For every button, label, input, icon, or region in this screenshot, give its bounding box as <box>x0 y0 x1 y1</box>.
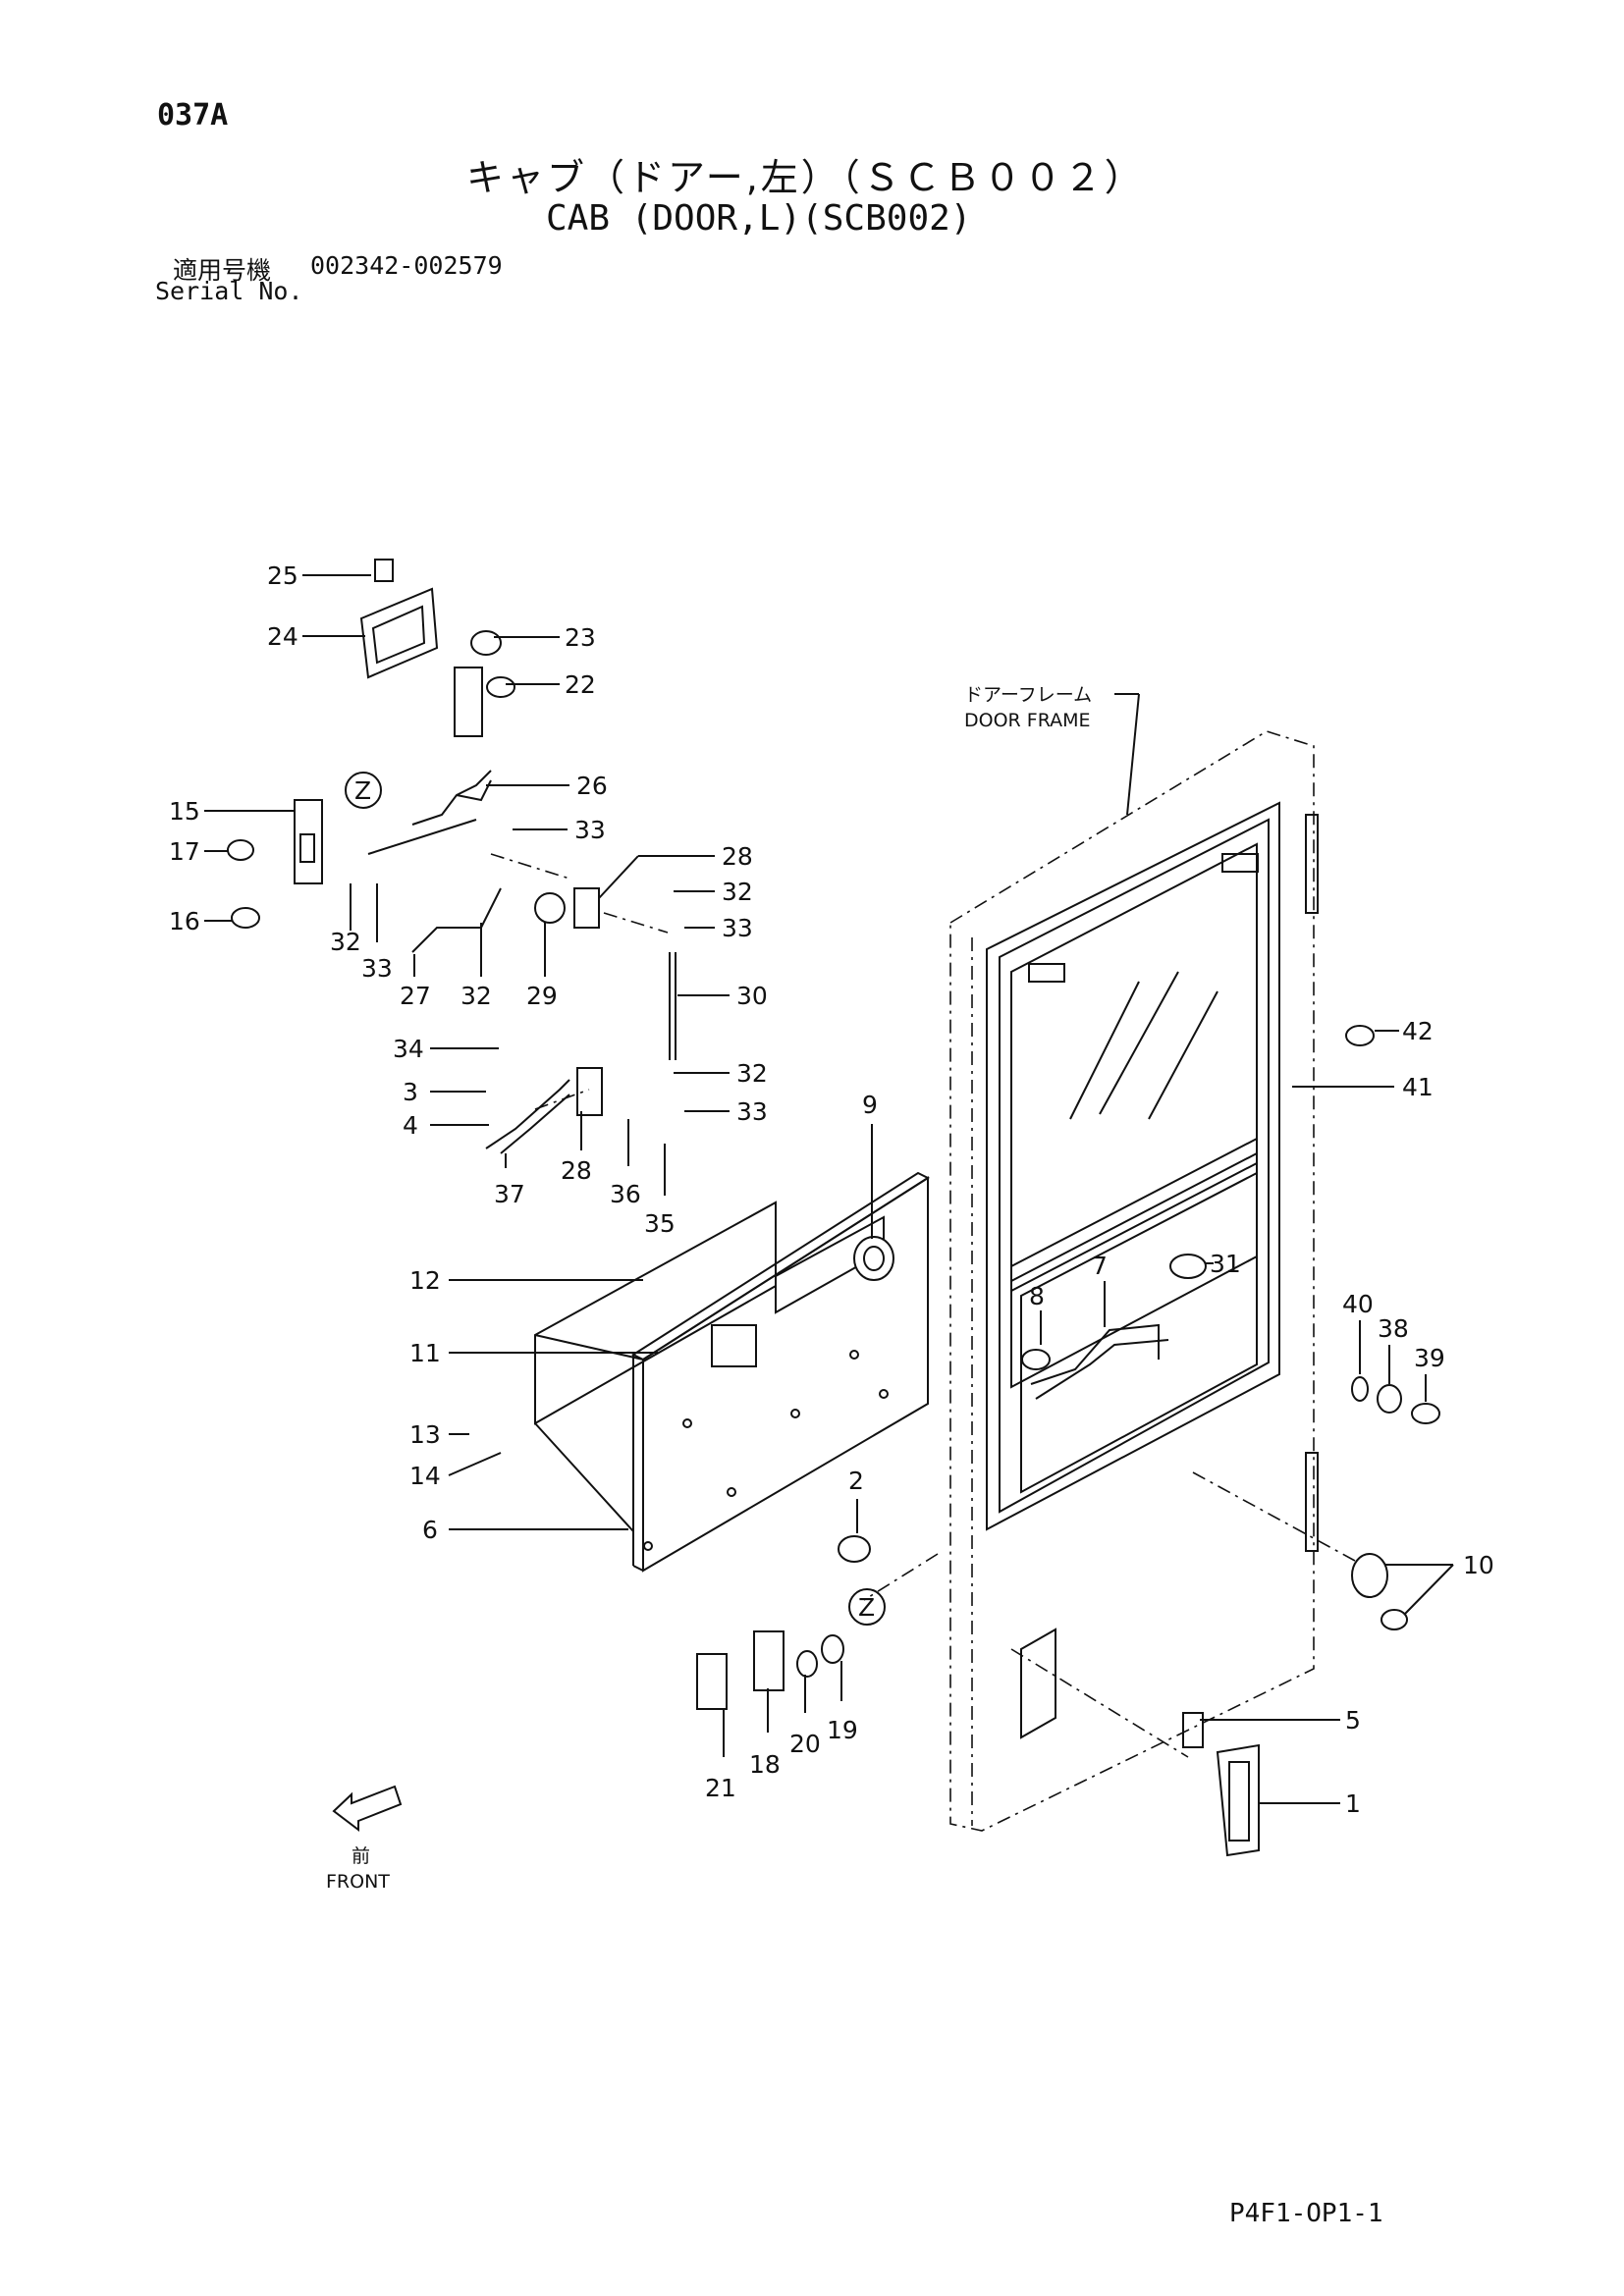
callout-22: 22 <box>565 670 596 699</box>
window-frame <box>986 801 1319 1739</box>
callout-21: 21 <box>705 1774 736 1802</box>
inner-panel <box>534 1171 931 1573</box>
detail-marker-z: Z Z <box>345 772 886 1626</box>
callout-6: 6 <box>422 1516 438 1544</box>
callout-4: 4 <box>403 1111 418 1140</box>
callout-27: 27 <box>400 982 431 1010</box>
callout-11: 11 <box>409 1339 441 1367</box>
callout-8: 8 <box>1029 1282 1045 1310</box>
callout-24: 24 <box>267 622 298 651</box>
callout-12: 12 <box>409 1266 441 1295</box>
callout-1: 1 <box>1345 1789 1361 1818</box>
callout-3: 3 <box>403 1078 418 1106</box>
callout-15: 15 <box>169 797 200 826</box>
callout-38: 38 <box>1378 1314 1409 1343</box>
callout-28a: 28 <box>722 842 753 871</box>
callout-32d: 32 <box>736 1059 768 1088</box>
callout-36: 36 <box>610 1180 641 1208</box>
callout-9: 9 <box>862 1091 878 1119</box>
serial-range: 002342-002579 <box>310 251 503 280</box>
callout-32c: 32 <box>460 982 492 1010</box>
lower-parts <box>696 1025 1440 1857</box>
serial-label-english: Serial No. <box>155 277 303 305</box>
callout-33c: 33 <box>361 954 393 983</box>
callout-33a: 33 <box>574 816 606 844</box>
callout-25: 25 <box>267 561 298 590</box>
svg-text:Z: Z <box>354 776 371 805</box>
svg-text:ドアーフレーム: ドアーフレーム <box>964 684 1092 706</box>
callout-33b: 33 <box>722 914 753 942</box>
callout-17: 17 <box>169 837 200 866</box>
callout-37: 37 <box>494 1180 525 1208</box>
callout-14: 14 <box>409 1462 441 1490</box>
callout-labels: 25 24 23 22 26 15 17 16 33 28 32 33 32 3… <box>169 561 1494 1818</box>
footer-code: P4F1-OP1-1 <box>1229 2199 1383 2228</box>
callout-26: 26 <box>576 772 608 800</box>
callout-39: 39 <box>1414 1344 1445 1372</box>
page-code: 037A <box>157 98 229 133</box>
serial-label-japanese: 適用号機 <box>173 256 272 285</box>
callout-32b: 32 <box>330 928 361 956</box>
svg-text:DOOR FRAME: DOOR FRAME <box>964 710 1091 731</box>
front-arrow-icon: 前 FRONT <box>326 1785 403 1893</box>
callout-7: 7 <box>1092 1252 1108 1280</box>
callout-34: 34 <box>393 1035 424 1063</box>
callout-32a: 32 <box>722 878 753 906</box>
callout-23: 23 <box>565 623 596 652</box>
callout-10: 10 <box>1463 1551 1494 1579</box>
callout-31: 31 <box>1210 1250 1241 1278</box>
callout-33d: 33 <box>736 1097 768 1126</box>
front-label-jp: 前 <box>352 1845 370 1867</box>
front-label-en: FRONT <box>326 1871 390 1893</box>
title-english: CAB (DOOR,L)(SCB002) <box>546 198 972 239</box>
callout-41: 41 <box>1402 1073 1434 1101</box>
svg-text:Z: Z <box>858 1593 875 1622</box>
callout-2: 2 <box>848 1467 864 1495</box>
callout-35: 35 <box>644 1209 676 1238</box>
callout-20: 20 <box>789 1730 821 1758</box>
title-japanese: キャブ（ドアー,左）（ＳＣＢ００２） <box>466 156 1145 199</box>
callout-29: 29 <box>526 982 558 1010</box>
callout-40: 40 <box>1342 1290 1374 1318</box>
callout-28b: 28 <box>561 1156 592 1185</box>
door-frame-outline <box>949 730 1315 1832</box>
callout-5: 5 <box>1345 1706 1361 1735</box>
callout-42: 42 <box>1402 1017 1434 1045</box>
door-frame-label: ドアーフレーム DOOR FRAME <box>964 684 1140 816</box>
callout-19: 19 <box>827 1716 858 1744</box>
callout-16: 16 <box>169 907 200 935</box>
callout-18: 18 <box>749 1750 781 1779</box>
callout-30: 30 <box>736 982 768 1010</box>
callout-13: 13 <box>409 1420 441 1449</box>
